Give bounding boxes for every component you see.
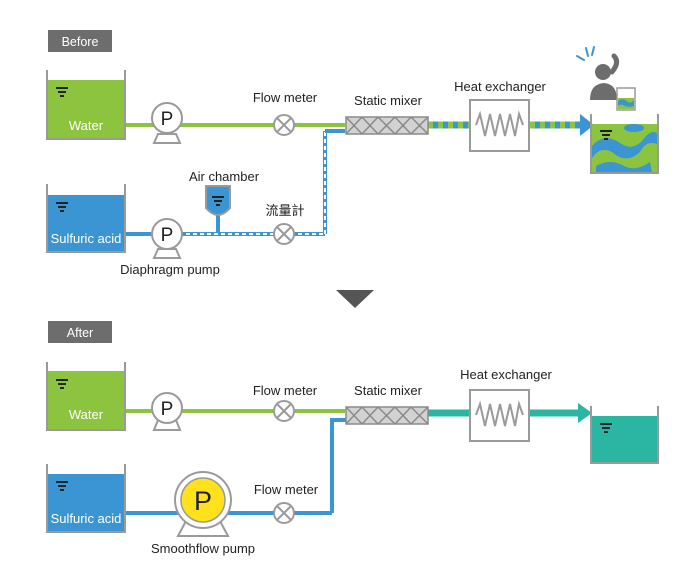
- even-mix-tank: [590, 406, 659, 464]
- down-arrow-icon: [336, 290, 374, 308]
- static-mixer-label: Static mixer: [354, 383, 423, 398]
- svg-text:Water: Water: [69, 118, 104, 133]
- before-static-mixer: [345, 116, 429, 135]
- heat-exchanger-label: Heat exchanger: [454, 79, 546, 94]
- flow-meter-label-bottom: Flow meter: [254, 482, 319, 497]
- smoothflow-pump-label: Smoothflow pump: [151, 541, 255, 556]
- after-heat-exchanger: [469, 389, 530, 442]
- flow-meter-label-bottom: 流量計: [265, 203, 304, 218]
- svg-text:After: After: [67, 326, 93, 340]
- static-mixer-label: Static mixer: [354, 93, 423, 108]
- before-section: Before Water: [46, 30, 659, 277]
- after-flow-meter-top: [273, 400, 295, 422]
- flow-meter-label-top: Flow meter: [253, 383, 318, 398]
- after-flow-meter-bottom: [273, 502, 295, 524]
- smoothflow-pump: P: [174, 471, 232, 537]
- svg-text:P: P: [161, 399, 174, 420]
- svg-text:Water: Water: [69, 407, 104, 422]
- air-chamber: [205, 185, 231, 232]
- before-water-pump: P: [151, 102, 183, 144]
- uneven-mix-tank-icon: [590, 114, 659, 174]
- svg-text:P: P: [161, 225, 174, 246]
- flow-meter-label-top: Flow meter: [253, 90, 318, 105]
- svg-text:P: P: [161, 109, 174, 130]
- after-static-mixer: [345, 406, 429, 425]
- svg-text:Sulfuric acid: Sulfuric acid: [51, 511, 122, 526]
- before-flow-meter-bottom: [273, 223, 295, 245]
- after-tag: After: [48, 321, 112, 343]
- liquid-level-icon: [56, 87, 68, 97]
- after-section: After Water Sulfuric aci: [46, 321, 659, 556]
- before-flow-meter-top: [273, 114, 295, 136]
- before-acid-tank: Sulfuric acid: [46, 184, 126, 253]
- liquid-level-icon: [56, 202, 68, 212]
- heat-exchanger-label: Heat exchanger: [460, 367, 552, 382]
- before-heat-exchanger: [469, 99, 530, 152]
- worried-person-icon: [576, 46, 636, 111]
- diaphragm-pump-label: Diaphragm pump: [120, 262, 220, 277]
- before-diaphragm-pump: P: [151, 218, 183, 259]
- before-water-tank: Water: [46, 70, 126, 140]
- svg-text:Sulfuric acid: Sulfuric acid: [51, 231, 122, 246]
- after-water-tank: Water: [46, 362, 126, 431]
- before-tag: Before: [48, 30, 112, 52]
- svg-text:Before: Before: [62, 35, 99, 49]
- before-pipes: [126, 114, 594, 236]
- after-acid-tank: Sulfuric acid: [46, 464, 126, 533]
- after-water-pump: P: [151, 392, 183, 431]
- air-chamber-label: Air chamber: [189, 169, 260, 184]
- svg-text:P: P: [194, 486, 212, 516]
